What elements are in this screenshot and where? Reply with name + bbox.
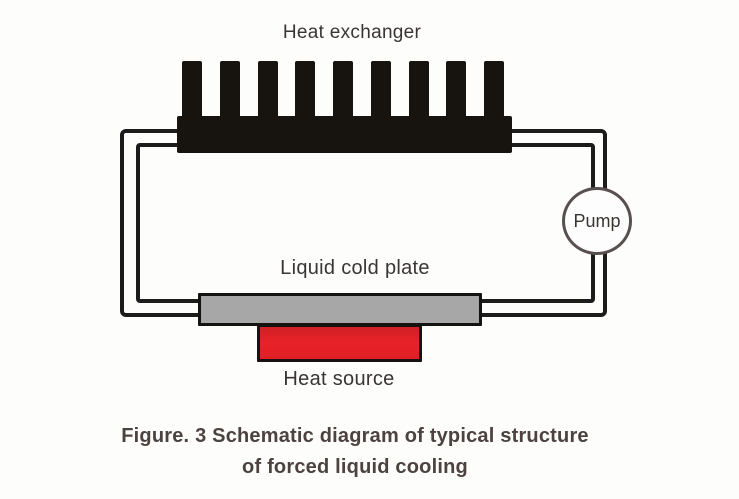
heatsink-fin bbox=[219, 61, 240, 116]
figure-caption-line2: of forced liquid cooling bbox=[242, 456, 468, 478]
heatsink-fin bbox=[484, 61, 504, 116]
heat-exchanger-shape bbox=[177, 61, 512, 153]
figure-caption: Figure. 3 Schematic diagram of typical s… bbox=[121, 421, 589, 483]
heatsink-fins bbox=[177, 61, 512, 116]
liquid-cold-plate-shape bbox=[198, 293, 482, 326]
heat-source-shape bbox=[257, 324, 422, 362]
heatsink-fin bbox=[295, 61, 316, 116]
pump-label: Pump bbox=[573, 210, 621, 231]
pump-circle: Pump bbox=[562, 187, 632, 255]
heatsink-fin bbox=[182, 61, 202, 116]
heatsink-fin bbox=[257, 61, 278, 116]
heat-exchanger-label: Heat exchanger bbox=[282, 22, 422, 43]
heatsink-base bbox=[177, 116, 512, 153]
heat-source-label: Heat source bbox=[283, 368, 395, 390]
heatsink-fin bbox=[370, 61, 391, 116]
liquid-cold-plate-label: Liquid cold plate bbox=[280, 257, 430, 279]
heatsink-fin bbox=[446, 61, 467, 116]
heatsink-fin bbox=[333, 61, 353, 116]
figure-caption-line1: Figure. 3 Schematic diagram of typical s… bbox=[121, 425, 589, 447]
heatsink-fin bbox=[408, 61, 429, 116]
